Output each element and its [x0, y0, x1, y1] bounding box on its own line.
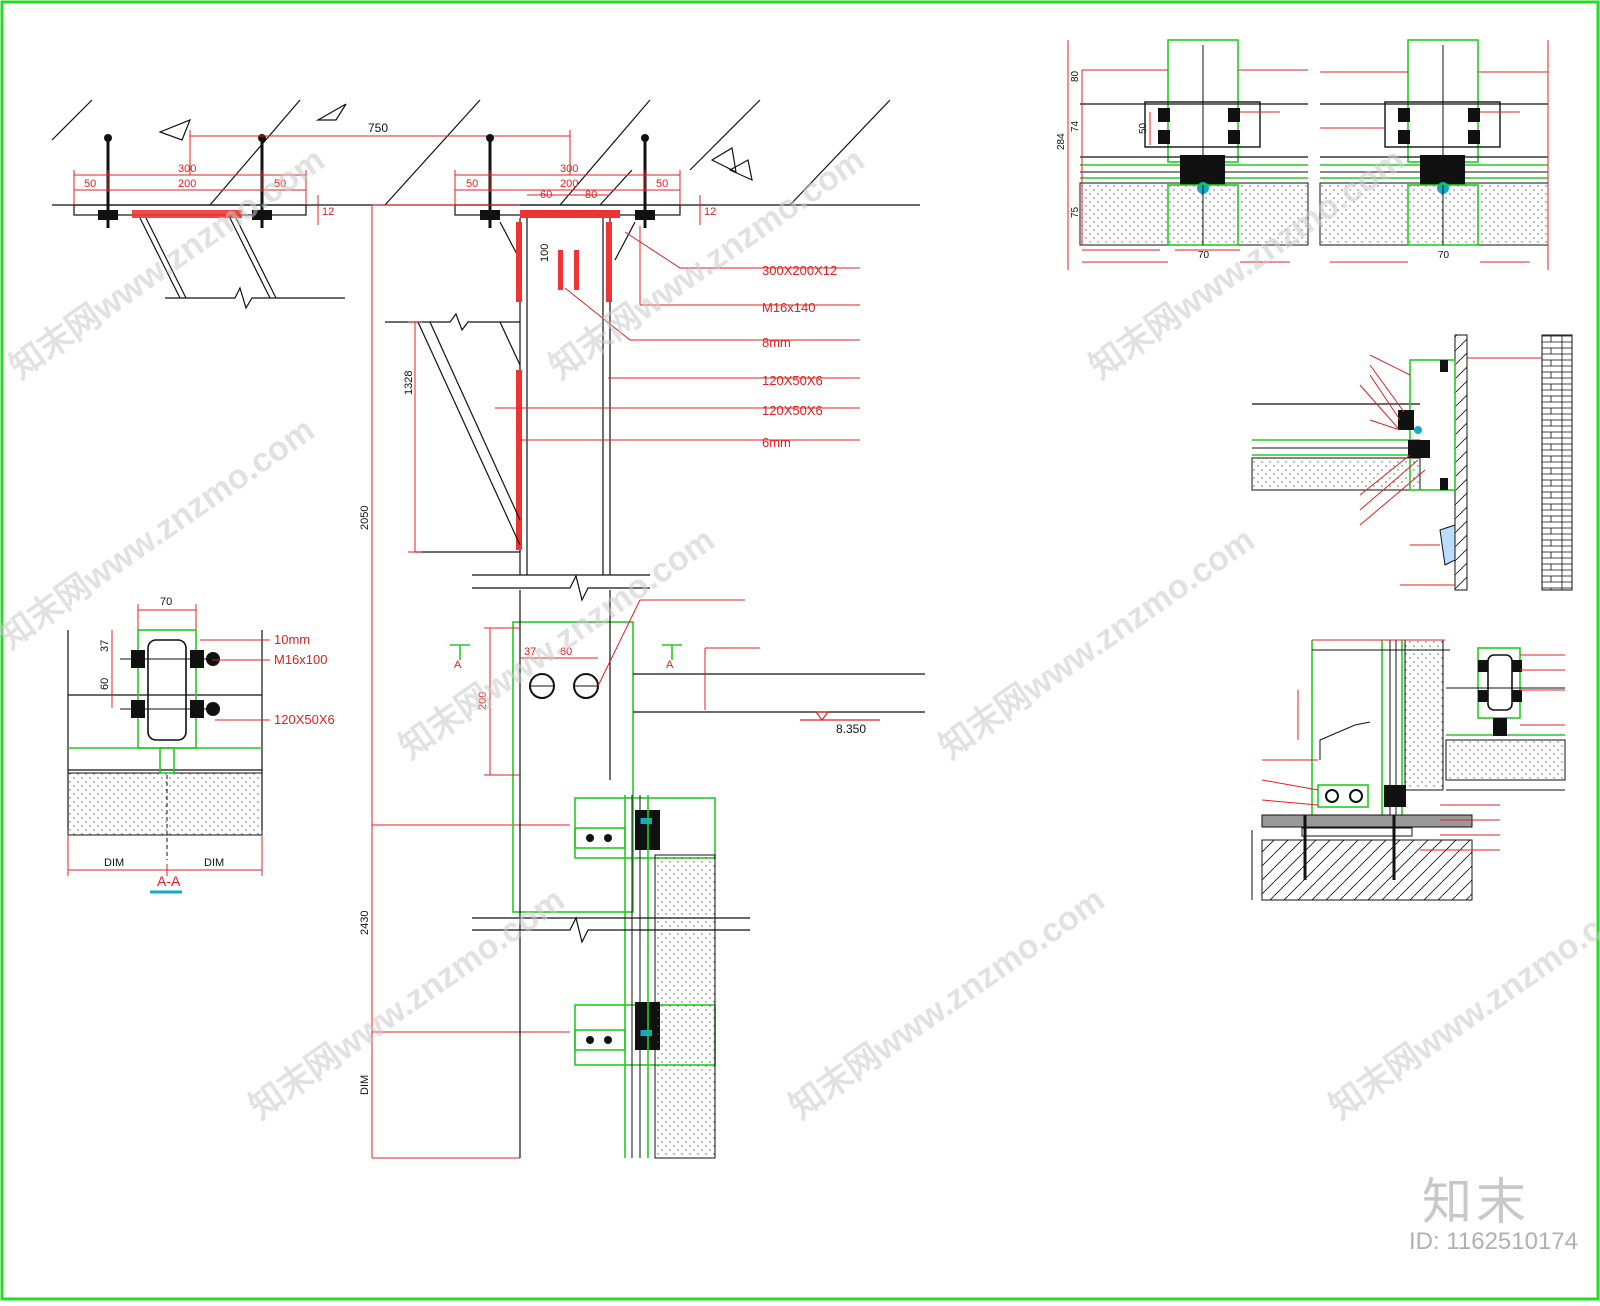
beam-leader — [704, 647, 760, 710]
tr-dim-284: 284 — [1056, 133, 1067, 150]
sec-leader-1: 10mm — [274, 632, 310, 647]
dim-200-left: 200 — [178, 178, 196, 190]
section-cut-markers — [450, 644, 682, 660]
sec-dim-37: 37 — [99, 640, 111, 652]
section-a-a-dims — [67, 604, 270, 876]
dim-60: 60 — [540, 189, 552, 201]
watermark-text: 知末网www.znzmo.com — [393, 521, 722, 767]
dim-100: 100 — [539, 244, 551, 262]
elevation-marker — [800, 711, 880, 721]
connection-dims — [484, 599, 745, 776]
cut-label-a-right: A — [666, 659, 674, 671]
tr-dim-75: 75 — [1070, 206, 1081, 218]
dim-12-left: 12 — [322, 206, 334, 218]
watermark-id: ID: 1162510174 — [1408, 1228, 1578, 1255]
leader-bolt: M16x140 — [762, 300, 815, 315]
dim-750: 750 — [368, 121, 388, 135]
base-detail-leaders — [1261, 639, 1500, 851]
sec-dim-70: 70 — [160, 596, 172, 608]
leader-plate: 300X200X12 — [762, 263, 837, 278]
tr-dim-50: 50 — [1138, 122, 1149, 134]
dim-12-right: 12 — [704, 206, 716, 218]
leader-tube1: 120X50X6 — [762, 373, 823, 388]
sec-dim-left: DIM — [104, 857, 124, 869]
glazing-panel — [624, 795, 716, 1159]
column-break-lower — [472, 916, 750, 944]
diagonal-brace — [385, 312, 521, 553]
section-a-a — [67, 629, 263, 860]
dim-200-right: 200 — [560, 178, 578, 190]
break-triangles — [158, 103, 753, 182]
sec-leader-2: M16x100 — [274, 652, 327, 667]
dim-200-plate: 200 — [477, 692, 489, 710]
wall-joint-leaders — [1359, 354, 1542, 586]
top-right-detail-1-dims — [1067, 40, 1308, 270]
dim-50-right-b: 50 — [656, 178, 668, 190]
leader-tube2: 120X50X6 — [762, 403, 823, 418]
watermark-text: 知末网www.znzmo.com — [3, 141, 332, 387]
leader-lines — [495, 226, 860, 441]
dim-2050: 2050 — [359, 506, 371, 530]
vertical-dims — [371, 204, 570, 1159]
dim-dim-main: DIM — [359, 1075, 371, 1095]
right-embed-dims — [454, 170, 701, 225]
watermark-text: 知末网www.znzmo.com — [0, 411, 321, 657]
top-right-detail-1 — [1079, 39, 1309, 246]
watermark-text: 知末网www.znzmo.com — [243, 881, 572, 1127]
watermark-text: 知末网www.znzmo.com — [783, 881, 1112, 1127]
sec-dim-60: 60 — [99, 678, 111, 690]
dim-750-line — [189, 130, 571, 175]
bracket-upper — [574, 797, 716, 859]
dim-300-right: 300 — [560, 163, 578, 175]
watermark-text: 知末网www.znzmo.com — [933, 521, 1262, 767]
sec-dim-right: DIM — [204, 857, 224, 869]
tr-dim-70a: 70 — [1198, 250, 1210, 261]
dim-50-left-b: 50 — [274, 178, 286, 190]
tr-dim-74: 74 — [1070, 120, 1081, 132]
top-right-detail-2 — [1319, 39, 1549, 246]
column-break-upper — [472, 574, 650, 602]
sec-leader-3: 120X50X6 — [274, 712, 335, 727]
base-side-leaders — [1520, 654, 1565, 726]
tr-dim-80: 80 — [1070, 70, 1081, 82]
dim-2430: 2430 — [359, 911, 371, 935]
elevation-label: 8.350 — [836, 722, 866, 736]
dim-37-plate: 37 — [524, 646, 536, 658]
column-welds — [516, 222, 612, 550]
tr-dim-70b: 70 — [1438, 250, 1450, 261]
base-side-section — [1445, 647, 1566, 791]
dim-50-left-a: 50 — [84, 178, 96, 190]
top-right-detail-2-leaders — [1320, 40, 1549, 270]
dim-60-plate: 60 — [560, 646, 572, 658]
watermark-text: 知末网www.znzmo.com — [1323, 881, 1600, 1127]
base-detail — [1251, 639, 1473, 901]
dim-300-left: 300 — [178, 163, 196, 175]
section-title: A-A — [157, 873, 181, 889]
watermark-logo: 知末 — [1422, 1173, 1530, 1231]
leader-weld6: 6mm — [762, 435, 791, 450]
dim-80: 80 — [585, 189, 597, 201]
leader-weld: 8mm — [762, 335, 791, 350]
dim-1328: 1328 — [403, 371, 415, 395]
floor-beam — [633, 673, 925, 713]
steel-column — [519, 218, 611, 575]
wall-joint-detail — [1251, 334, 1573, 591]
dim-1328-line — [408, 321, 422, 553]
dim-50-right-a: 50 — [466, 178, 478, 190]
cut-label-a-left: A — [454, 659, 462, 671]
